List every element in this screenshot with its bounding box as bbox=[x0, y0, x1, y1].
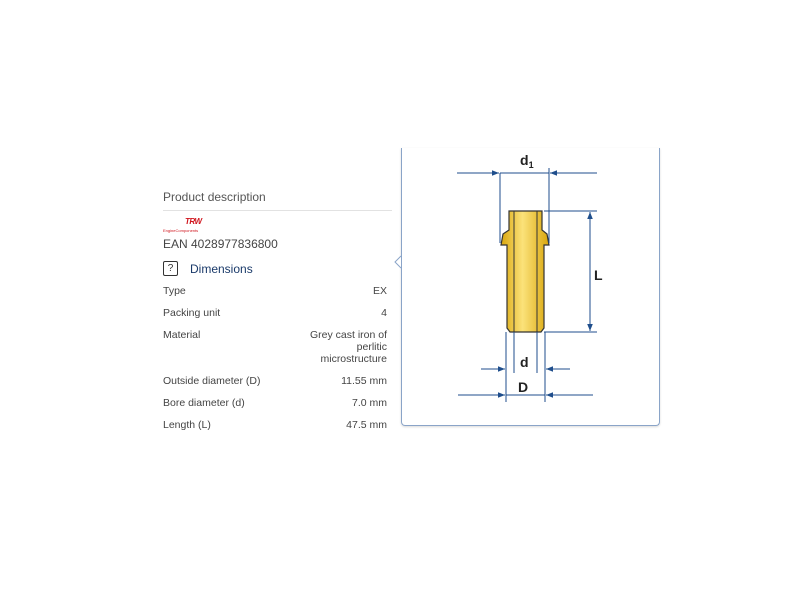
table-row: Bore diameter (d)7.0 mm bbox=[163, 397, 387, 409]
dimensions-label: Dimensions bbox=[190, 261, 253, 276]
table-row: Length (L)47.5 mm bbox=[163, 419, 387, 431]
label-length: L bbox=[594, 267, 603, 283]
label-outside-diameter: D bbox=[518, 379, 528, 395]
ean-number: EAN 4028977836800 bbox=[163, 237, 278, 251]
label-bore-diameter: d bbox=[520, 354, 529, 370]
dimensions-toggle[interactable]: ? Dimensions bbox=[163, 261, 392, 276]
brand-logo: TRW EngineComponents bbox=[163, 217, 202, 233]
dimension-drawing-panel bbox=[401, 148, 660, 426]
product-description: Product description TRW EngineComponents… bbox=[163, 190, 392, 441]
valve-guide-part bbox=[500, 210, 550, 333]
section-title: Product description bbox=[163, 190, 392, 211]
dimension-lines bbox=[457, 168, 597, 402]
panel-notch bbox=[394, 255, 402, 269]
question-mark-icon[interactable]: ? bbox=[163, 261, 178, 276]
label-d1: d1 bbox=[520, 152, 534, 170]
table-row: Outside diameter (D)11.55 mm bbox=[163, 375, 387, 387]
